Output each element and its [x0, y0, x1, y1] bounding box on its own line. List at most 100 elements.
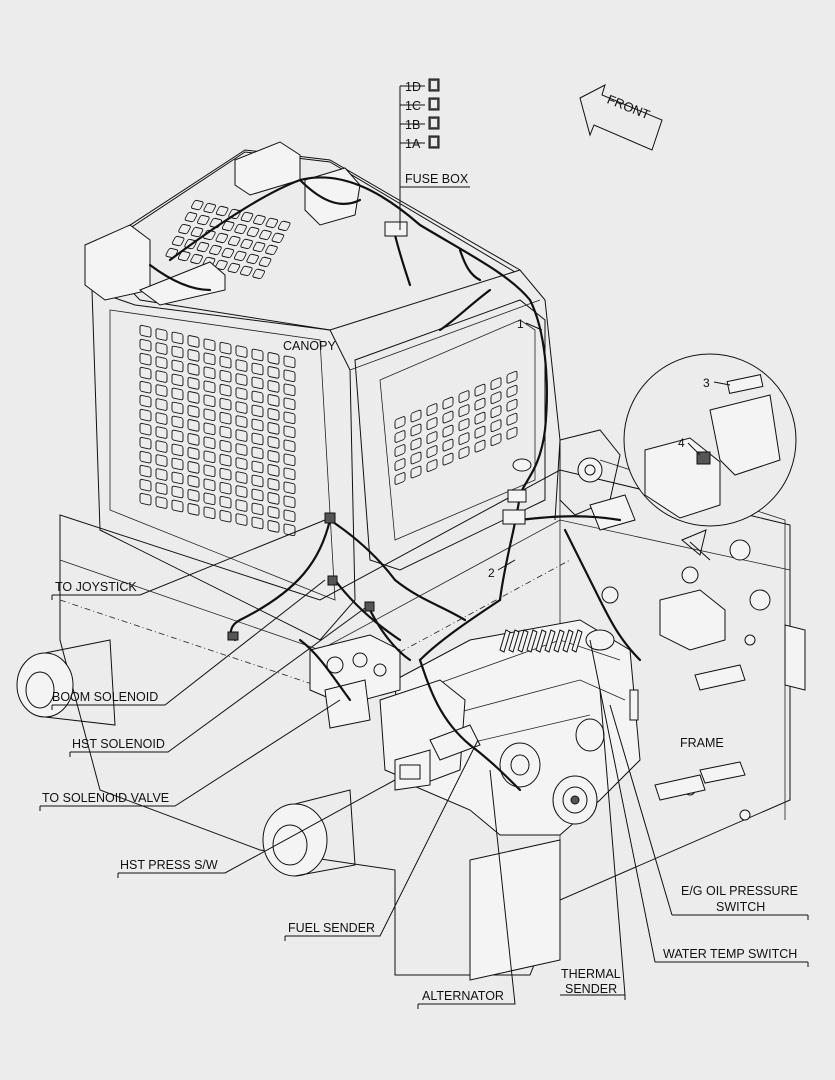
grid-cell	[184, 211, 198, 223]
grid-cell	[155, 440, 168, 453]
grid-cell	[426, 431, 438, 444]
grid-cell	[203, 202, 216, 214]
grid-cell	[283, 481, 296, 495]
grid-cell	[240, 211, 254, 223]
grid-cell	[227, 235, 241, 247]
fuse-1b-label: 1B	[405, 118, 420, 132]
grid-cell	[252, 241, 266, 253]
grid-cell	[490, 377, 502, 391]
grid-cell	[171, 471, 184, 485]
grid-cell	[155, 384, 168, 397]
canopy-label: CANOPY	[283, 339, 336, 353]
grid-cell	[171, 359, 184, 373]
grid-cell	[490, 419, 502, 433]
grid-cell	[474, 397, 486, 411]
grid-cell	[155, 482, 168, 495]
grid-cell	[265, 244, 278, 256]
grid-cell	[187, 377, 200, 390]
eg-oil-pressure-label-line2: SWITCH	[716, 900, 765, 914]
grid-cell	[139, 450, 152, 464]
grid-cell	[394, 458, 406, 471]
grid-cell	[203, 478, 216, 492]
grid-cell	[203, 422, 216, 436]
grid-cell	[178, 223, 191, 235]
grid-cell	[240, 238, 253, 250]
callout-2: 2	[488, 566, 495, 580]
grid-cell	[215, 232, 229, 244]
grid-cell	[251, 418, 264, 432]
grid-cell	[506, 398, 518, 412]
grid-cell	[251, 362, 264, 376]
grid-cell	[235, 401, 248, 414]
engine-fin	[517, 629, 529, 653]
grid-cell	[265, 217, 279, 229]
grid-cell	[251, 390, 264, 404]
grid-cell	[283, 355, 296, 369]
grid-cell	[171, 401, 184, 415]
grid-cell	[219, 425, 232, 439]
grid-cell	[458, 404, 470, 417]
fuse-1a-label: 1A	[405, 137, 421, 151]
grid-cell	[283, 439, 296, 453]
grid-cell	[458, 446, 470, 459]
grid-cell	[221, 220, 235, 232]
grid-cell	[219, 341, 232, 355]
grid-cell	[187, 489, 200, 502]
grid-cell	[506, 412, 518, 426]
engine-fin	[571, 629, 583, 653]
grid-cell	[139, 478, 152, 492]
grid-cell	[219, 509, 232, 523]
grid-cell	[283, 369, 296, 383]
grid-cell	[283, 495, 296, 509]
grid-cell	[139, 394, 152, 408]
grid-cell	[251, 460, 264, 474]
grid-cell	[267, 450, 280, 463]
grid-cell	[267, 408, 280, 421]
grid-cell	[219, 383, 232, 397]
grid-cell	[267, 464, 280, 477]
grid-cell	[219, 411, 232, 425]
hst-press-sw-label: HST PRESS S/W	[120, 858, 218, 872]
grid-cell	[187, 419, 200, 432]
grid-cell	[215, 205, 229, 217]
grid-cell	[233, 250, 247, 262]
grid-cell	[410, 465, 422, 479]
grid-cell	[442, 452, 454, 466]
callout-4: 4	[678, 436, 685, 450]
grid-cell	[271, 232, 285, 244]
grid-cell	[171, 373, 184, 387]
grid-cell	[235, 359, 248, 372]
front-grid	[394, 370, 518, 485]
grid-cell	[410, 437, 422, 451]
grid-cell	[458, 418, 470, 431]
engine	[309, 494, 726, 836]
grid-cell	[283, 467, 296, 481]
grid-cell	[235, 429, 248, 442]
grid-cell	[203, 352, 216, 366]
grid-cell	[506, 370, 518, 384]
thermal-sender-label-line1: THERMAL	[561, 967, 621, 981]
leader-lines	[39, 85, 809, 1009]
grid-cell	[251, 516, 264, 530]
fuse-icon	[428, 78, 440, 92]
grid-cell	[187, 391, 200, 404]
grid-cell	[251, 502, 264, 516]
grid-cell	[219, 397, 232, 411]
roof-grid	[165, 199, 291, 280]
grid-cell	[235, 499, 248, 512]
front-label: FRONT	[605, 92, 652, 123]
grid-cell	[506, 426, 518, 440]
water-temp-switch-label: WATER TEMP SWITCH	[663, 947, 797, 961]
grid-cell	[187, 447, 200, 460]
grid-cell	[155, 328, 168, 341]
grid-cell	[267, 492, 280, 505]
grid-cell	[506, 384, 518, 398]
grid-cell	[410, 409, 422, 423]
grid-cell	[410, 451, 422, 465]
callout-3: 3	[703, 376, 710, 390]
grid-cell	[219, 453, 232, 467]
grid-cell	[267, 478, 280, 491]
grid-cell	[139, 408, 152, 422]
eg-oil-pressure-label-line1: E/G OIL PRESSURE	[681, 884, 798, 898]
grid-cell	[203, 506, 216, 520]
